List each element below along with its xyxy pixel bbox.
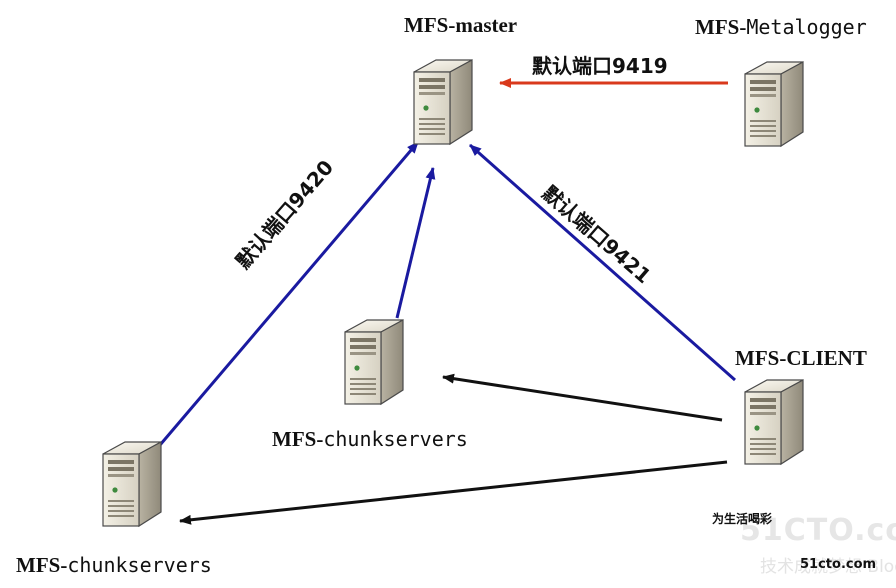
edge-client-to-chunk-bottom	[179, 460, 728, 525]
edge-chunk-bottom-to-master	[158, 141, 420, 446]
watermark-site: 51cto.com	[800, 557, 877, 572]
master-server-icon	[413, 59, 473, 145]
chunkserver-middle-label: MFS-chunkservers	[272, 427, 468, 451]
chunkserver-middle-icon	[344, 319, 404, 405]
watermark-tagline: 技术成就梦想 Blog	[760, 557, 896, 577]
master-label: MFS-master	[404, 13, 518, 37]
edge-client-to-master	[469, 143, 736, 382]
metalogger-server-icon	[744, 61, 804, 147]
watermark-caption: 为生活喝彩	[712, 512, 773, 526]
edge-client-to-chunk-middle	[442, 373, 723, 422]
watermark-brand: 51CTO.com	[740, 513, 896, 548]
port-9419-label: 默认端口9419	[532, 54, 668, 78]
client-label: MFS-CLIENT	[735, 346, 867, 370]
edge-chunk-middle-to-master	[395, 167, 436, 319]
metalogger-label: MFS-Metalogger	[695, 15, 867, 39]
chunkserver-bottom-label: MFS-chunkservers	[16, 553, 212, 577]
client-server-icon	[744, 379, 804, 465]
chunkserver-bottom-icon	[102, 441, 162, 527]
